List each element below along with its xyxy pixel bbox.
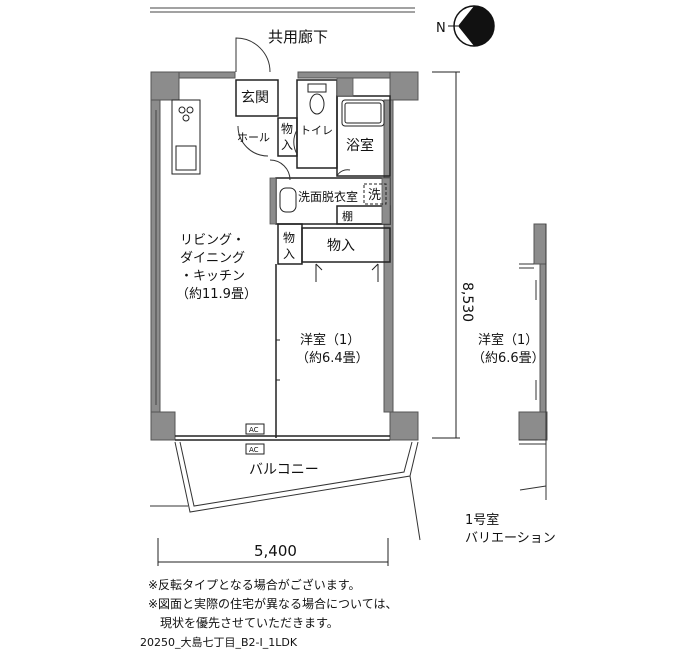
note-line-3: 現状を優先させていただきます。	[148, 616, 339, 630]
kitchen-counter	[171, 99, 201, 175]
variation-room-area-label: （約6.6畳）	[472, 351, 545, 366]
notes: ※反転タイプとなる場合がございます。 ※図面と実際の住宅が異なる場合については、…	[148, 576, 397, 633]
note-line-1: ※反転タイプとなる場合がございます。	[148, 578, 361, 592]
toilet-label: トイレ	[300, 124, 333, 137]
north-compass-icon: N	[436, 5, 495, 47]
ac-label-2: AC	[249, 446, 259, 454]
washroom-label: 洗面脱衣室	[298, 189, 358, 204]
variation-title-line-2: バリエーション	[465, 531, 556, 546]
wall-hatches	[269, 77, 391, 225]
corridor-label: 共用廊下	[268, 28, 328, 46]
variation-title-line-1: 1号室	[465, 512, 499, 528]
ldk-label-line-1: リビング・	[180, 233, 245, 248]
western-room-label: 洋室（1）	[300, 332, 360, 348]
washer-space	[363, 183, 387, 205]
ldk-label-line-2: ダイニング	[180, 251, 245, 266]
note-line-2: ※図面と実際の住宅が異なる場合については、	[148, 597, 398, 611]
variation-room-label: 洋室（1）	[478, 332, 538, 348]
bathtub-icon	[341, 99, 385, 127]
hall-label: ホール	[237, 131, 270, 144]
north-label: N	[436, 21, 446, 36]
depth-dimension	[432, 71, 460, 439]
closet-label: 物入	[327, 238, 355, 254]
variation-plan: 洋室（1） （約6.6畳） 1号室 バリエーション	[465, 223, 556, 546]
balcony-outline	[150, 441, 421, 541]
corridor-edge	[150, 7, 415, 13]
balcony-label: バルコニー	[249, 462, 319, 478]
hall-storage-label-1: 物	[281, 122, 293, 136]
western-room-area-label: （約6.4畳）	[296, 351, 369, 366]
door-swings	[235, 37, 351, 181]
width-dimension	[157, 538, 389, 566]
shelf-label: 棚	[342, 209, 353, 223]
ldk-area-label: （約11.9畳）	[176, 287, 257, 302]
bath-label: 浴室	[346, 137, 374, 154]
depth-dimension-label: 8,530	[459, 282, 475, 322]
closet-door-marks	[276, 263, 379, 381]
plan-code: 20250_大島七丁目_B2-I_1LDK	[140, 636, 298, 649]
small-closet-label-2: 入	[283, 247, 295, 261]
ldk-label-line-3: ・キッチン	[180, 269, 245, 284]
ac-markers: AC AC	[245, 423, 265, 455]
washer-label: 洗	[368, 188, 381, 203]
washbasin-icon	[279, 187, 297, 213]
entrance-label: 玄関	[241, 89, 269, 106]
ac-label-1: AC	[249, 426, 259, 434]
width-dimension-label: 5,400	[254, 542, 297, 560]
small-closet-label-1: 物	[283, 231, 295, 245]
hall-storage-label-2: 入	[281, 138, 293, 152]
toilet-icon	[307, 83, 327, 115]
